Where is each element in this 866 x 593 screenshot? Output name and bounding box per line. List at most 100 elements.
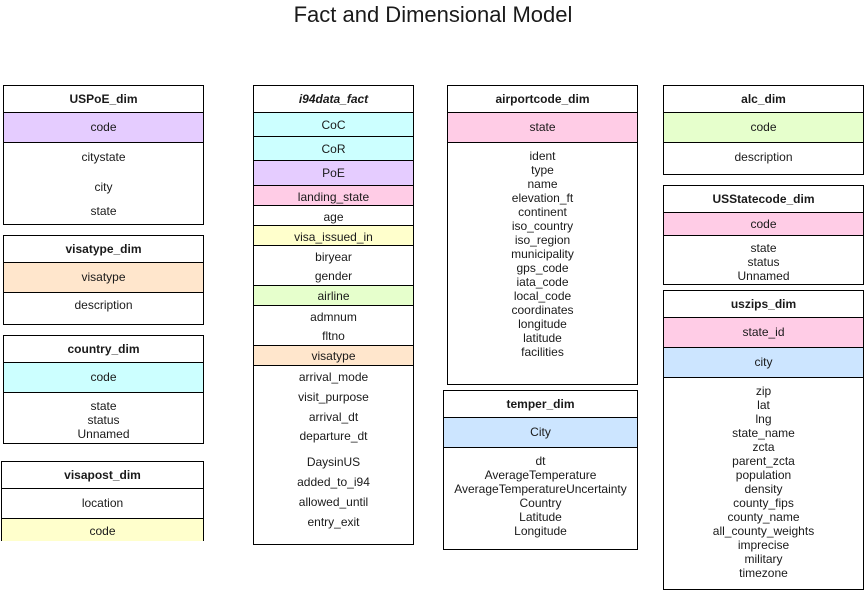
field-item: entry_exit (307, 515, 360, 529)
field-list: ident type name elevation_ft continent i… (448, 143, 637, 359)
field-item: imprecise (737, 538, 790, 552)
field-item: Unnamed (77, 427, 130, 441)
field-item: military (744, 552, 783, 566)
field-item: county_name (727, 510, 800, 524)
field-item: city (94, 180, 113, 194)
field-list: dt AverageTemperature AverageTemperature… (444, 448, 637, 538)
field-item: lng (755, 412, 772, 426)
fk-field: CoC (254, 113, 413, 137)
field-item: ident (529, 149, 556, 163)
diagram-title: Fact and Dimensional Model (293, 2, 573, 27)
table-uspoe-dim[interactable]: USPoE_dim code citystate city state (3, 85, 204, 225)
table-country-dim[interactable]: country_dim code state status Unnamed (3, 335, 204, 444)
field-item: visit_purpose (298, 390, 369, 404)
table-header: USStatecode_dim (664, 186, 863, 213)
field-item: state (750, 241, 777, 255)
fk-field: CoR (254, 137, 413, 161)
table-visatype-dim[interactable]: visatype_dim visatype description (3, 235, 204, 325)
table-header: temper_dim (444, 391, 637, 418)
field-item: name (527, 177, 558, 191)
field-item: fltno (254, 326, 413, 346)
table-alc-dim[interactable]: alc_dim code description (663, 85, 864, 175)
field-item: dt (535, 454, 546, 468)
table-visapost-dim[interactable]: visapost_dim location code (1, 461, 204, 541)
field-item: description (74, 298, 133, 312)
field-item: state_name (732, 426, 795, 440)
field-item: type (531, 163, 554, 177)
field-list: description (4, 293, 203, 312)
field-item: state (90, 399, 117, 413)
field-list: zip lat lng state_name zcta parent_zcta … (664, 378, 863, 580)
fk-field: visatype (254, 346, 413, 366)
key-field: city (664, 348, 863, 378)
field-item: Country (519, 496, 562, 510)
field-item: density (744, 482, 783, 496)
table-usstatecode-dim[interactable]: USStatecode_dim code state status Unname… (663, 185, 864, 285)
field-item: iso_region (514, 233, 571, 247)
field-item: age (254, 206, 413, 226)
table-i94data-fact[interactable]: i94data_fact CoC CoR PoE landing_state a… (253, 85, 414, 545)
field-item: timezone (739, 566, 788, 580)
field-item: longitude (518, 317, 567, 331)
key-field: City (444, 418, 637, 448)
fk-field: landing_state (254, 186, 413, 206)
table-airportcode-dim[interactable]: airportcode_dim state ident type name el… (447, 85, 638, 385)
table-header: visapost_dim (2, 462, 203, 489)
field-item: zip (755, 384, 772, 398)
field-item: county_fips (733, 496, 794, 510)
field-item: population (735, 468, 792, 482)
field-item: citystate (81, 150, 126, 164)
table-header: country_dim (4, 336, 203, 363)
field-item: Unnamed (737, 269, 790, 283)
field-item: AverageTemperature (484, 468, 597, 482)
table-header: airportcode_dim (448, 86, 637, 113)
field-item: all_county_weights (712, 524, 815, 538)
field-item: zcta (752, 440, 775, 454)
field-item: description (734, 150, 793, 164)
table-header: USPoE_dim (4, 86, 203, 113)
field-item: elevation_ft (511, 191, 574, 205)
key-field: code (664, 213, 863, 236)
fk-field: visa_issued_in (254, 226, 413, 246)
field-item: Longitude (514, 524, 567, 538)
field-item: DaysinUS (306, 455, 361, 469)
field-item: gender (254, 266, 413, 286)
table-header: visatype_dim (4, 236, 203, 263)
field-item: municipality (511, 247, 574, 261)
table-uszips-dim[interactable]: uszips_dim state_id city zip lat lng sta… (663, 290, 864, 590)
key-field: visatype (4, 263, 203, 293)
field-item: latitude (523, 331, 562, 345)
field-list: citystate city state (4, 143, 203, 219)
field-item: status (87, 413, 120, 427)
field-item: biryear (315, 250, 352, 264)
key-field: state_id (664, 318, 863, 348)
field-item: AverageTemperatureUncertainty (454, 482, 627, 496)
field-list: description (664, 143, 863, 164)
field-item: iso_country (511, 219, 574, 233)
field-item: gps_code (516, 261, 569, 275)
table-header: uszips_dim (664, 291, 863, 318)
field-item: allowed_until (298, 495, 369, 509)
key-field: code (2, 519, 203, 541)
table-header: alc_dim (664, 86, 863, 113)
field-item: lat (757, 398, 770, 412)
field-item: continent (518, 205, 567, 219)
key-field: state (448, 113, 637, 143)
field-list: state status Unnamed (664, 236, 863, 283)
field-item: location (2, 489, 203, 519)
field-item: state (90, 204, 117, 218)
table-temper-dim[interactable]: temper_dim City dt AverageTemperature Av… (443, 390, 638, 550)
field-item: iata_code (516, 275, 569, 289)
key-field: code (4, 113, 203, 143)
field-item: added_to_i94 (297, 475, 370, 489)
field-item: facilities (521, 345, 564, 359)
field-list: state status Unnamed (4, 393, 203, 441)
field-item: coordinates (511, 303, 574, 317)
fk-field: PoE (254, 161, 413, 186)
field-item: arrival_dt (308, 410, 359, 424)
table-header: i94data_fact (254, 86, 413, 113)
field-item: status (747, 255, 780, 269)
field-item: departure_dt (299, 429, 368, 443)
field-item: arrival_mode (298, 370, 369, 384)
key-field: code (4, 363, 203, 393)
